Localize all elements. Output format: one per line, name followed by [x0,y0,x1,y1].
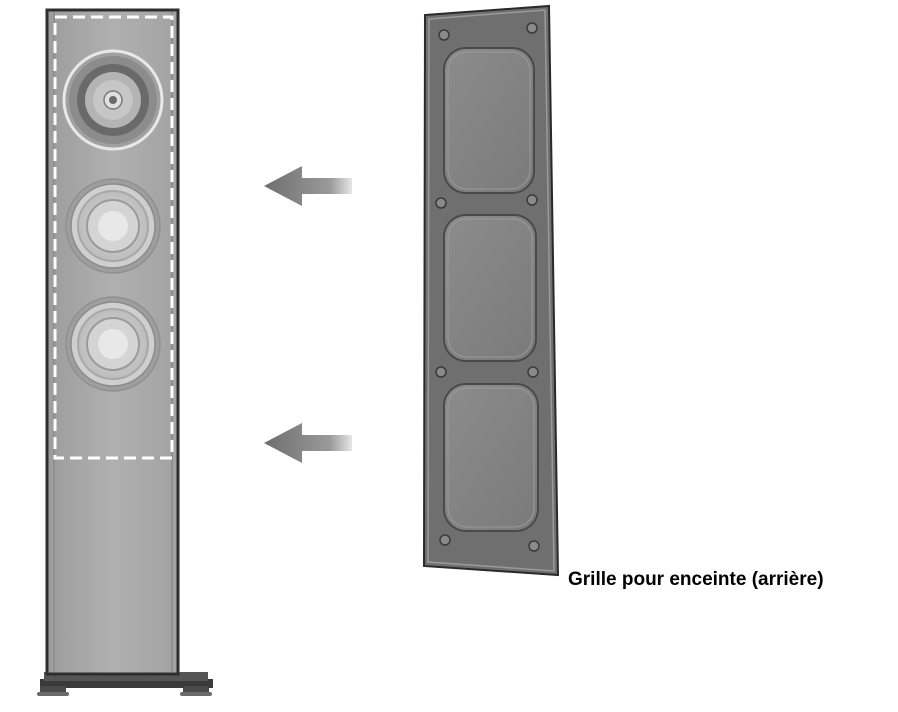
arrow-left-icon [264,166,352,206]
grille-panel-bottom [443,383,539,532]
tweeter-midrange-driver [62,49,164,151]
grille-panel-top [443,47,535,194]
woofer-upper [65,178,161,274]
grille-mounting-pegs [435,22,540,552]
grille-panel-middle [443,214,537,362]
speaker-base [37,672,213,696]
woofer-lower [65,296,161,392]
arrow-left-icon [264,423,352,463]
grille-caption: Grille pour enceinte (arrière) [568,569,824,590]
speaker-grille-rear [422,4,560,577]
grille-mounting-area [53,15,174,460]
speaker-tower [37,8,213,696]
